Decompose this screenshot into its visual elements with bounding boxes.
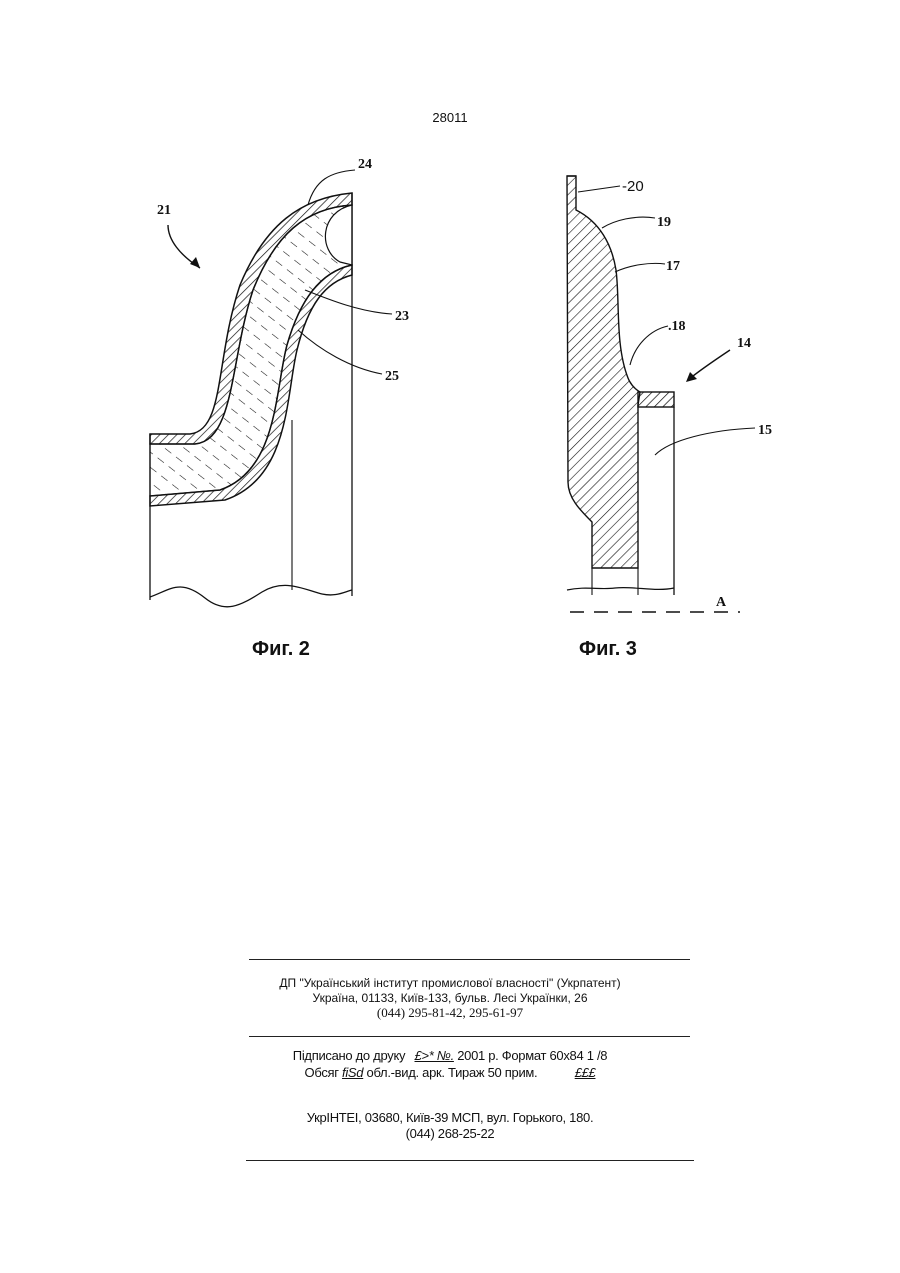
figure-3-caption: Фиг. 3 <box>579 638 637 661</box>
fig3-label-18: .18 <box>668 319 686 334</box>
fig3-label-17: 17 <box>666 259 680 274</box>
figure-2-caption: Фиг. 2 <box>252 638 310 661</box>
volume-prefix: Обсяг <box>305 1065 339 1080</box>
imprint-rule-top <box>249 959 690 960</box>
fig3-label-14: 14 <box>737 336 751 351</box>
publisher-line-2: Україна, 01133, Київ-133, бульв. Лесі Ук… <box>0 991 900 1006</box>
printer-line-2: (044) 268-25-22 <box>0 1126 900 1141</box>
volume-suffix: обл.-вид. арк. Тираж 50 прим. <box>367 1065 538 1080</box>
fig3-body <box>567 176 755 612</box>
imprint-rule-bottom <box>246 1160 694 1161</box>
volume-mark: fiSd <box>342 1065 363 1080</box>
imprint-rule-middle <box>249 1036 690 1037</box>
figure-2-drawing: 21 24 23 25 - <box>0 0 900 700</box>
publisher-line-3: (044) 295-81-42, 295-61-97 <box>0 1005 900 1020</box>
fig2-body <box>150 170 392 607</box>
fig2-label-24: 24 <box>358 157 372 172</box>
volume-end-mark: £££ <box>575 1065 596 1080</box>
signed-date-mark: £>* №. <box>415 1048 454 1063</box>
fig3-label-20: -20 <box>622 178 644 195</box>
volume-line: Обсяг fiSd обл.-вид. арк. Тираж 50 прим.… <box>0 1065 900 1080</box>
signed-line: Підписано до друку £>* №. 2001 р. Формат… <box>0 1048 900 1063</box>
signed-prefix: Підписано до друку <box>293 1048 405 1063</box>
fig2-label-23: 23 <box>395 309 409 324</box>
fig3-label-19: 19 <box>657 215 671 230</box>
fig2-label-21: 21 <box>157 203 171 218</box>
signed-suffix: 2001 р. Формат 60х84 1 /8 <box>457 1048 607 1063</box>
fig3-label-15: 15 <box>758 423 772 438</box>
publisher-line-1: ДП "Український інститут промислової вла… <box>0 976 900 991</box>
fig2-label-25: 25 <box>385 369 399 384</box>
fig3-label-a: A <box>716 595 727 610</box>
printer-line-1: УкрІНТЕІ, 03680, Київ-39 МСП, вул. Горьк… <box>0 1110 900 1125</box>
